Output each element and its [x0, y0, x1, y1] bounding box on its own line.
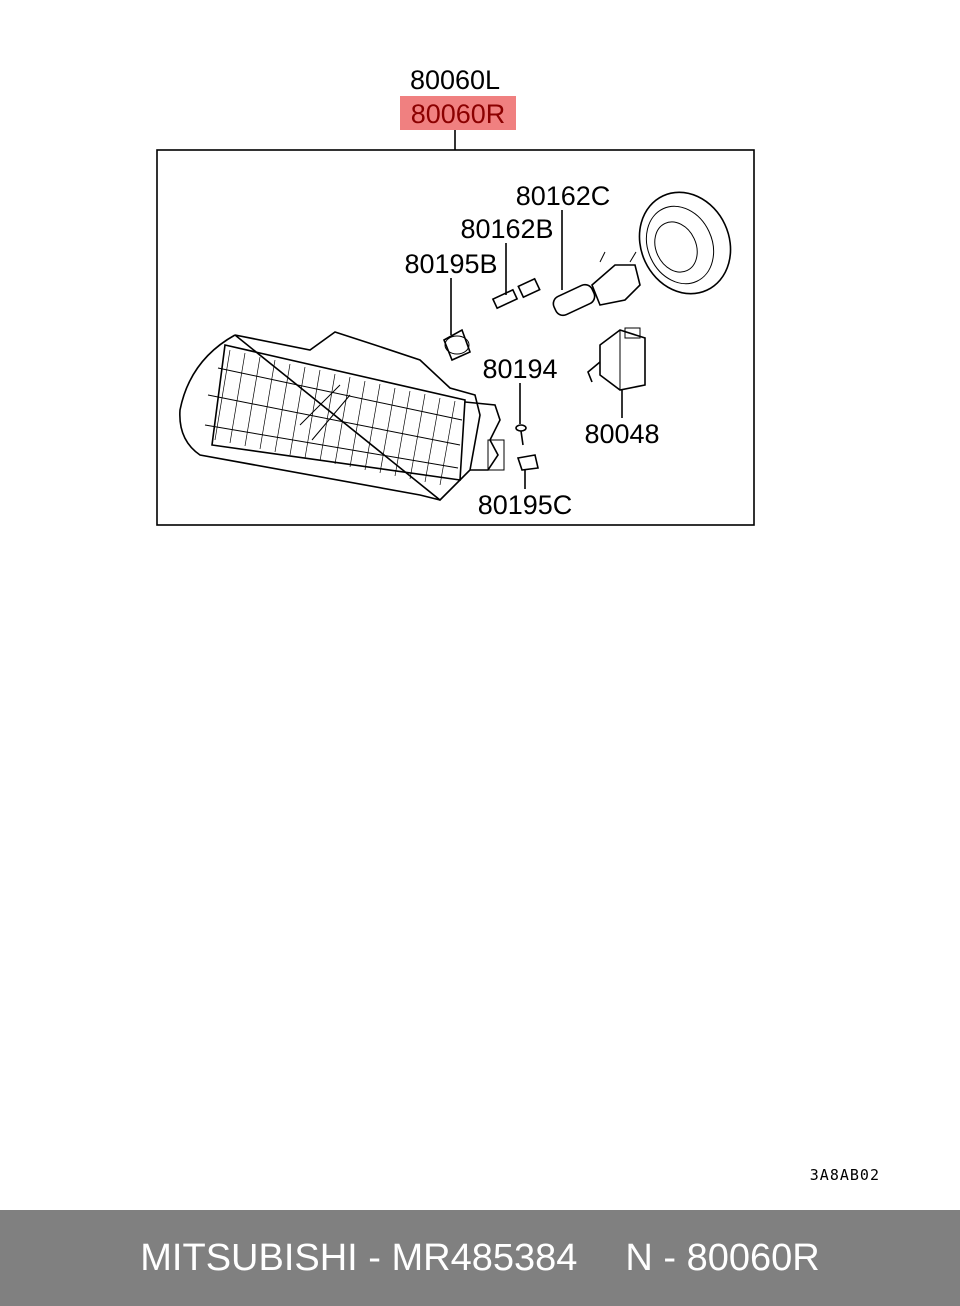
part-label-socket-bulb: 80162B [460, 214, 553, 244]
footer-ref: N - 80060R [625, 1236, 820, 1279]
assembly-label-left: 80060L [410, 65, 500, 95]
parts-diagram: 80060L 80060R [156, 65, 880, 1184]
highlight-box [400, 96, 516, 130]
drawing-code: 3A8AB02 [810, 1166, 880, 1184]
part-label-actuator: 80048 [584, 419, 659, 449]
screw-drawing [515, 424, 527, 446]
footer-brand-part: MITSUBISHI - MR485384 [140, 1236, 578, 1279]
reflector-ring-drawing [638, 191, 732, 295]
grommet-drawing [442, 328, 472, 362]
bulb-drawing [552, 251, 641, 317]
assembly-label-right: 80060R [411, 99, 506, 129]
part-label-screw: 80194 [482, 354, 557, 384]
headlamp-housing-drawing [179, 331, 505, 502]
actuator-drawing [587, 327, 646, 391]
part-label-clip: 80195C [478, 490, 573, 520]
footer-banner: MITSUBISHI - MR485384 N - 80060R [0, 1210, 960, 1306]
part-label-bulb: 80162C [516, 181, 611, 211]
socket-bulb-drawing [491, 277, 541, 310]
part-label-grommet: 80195B [404, 249, 497, 279]
assembly-frame [156, 149, 755, 526]
clip-drawing [516, 454, 539, 471]
